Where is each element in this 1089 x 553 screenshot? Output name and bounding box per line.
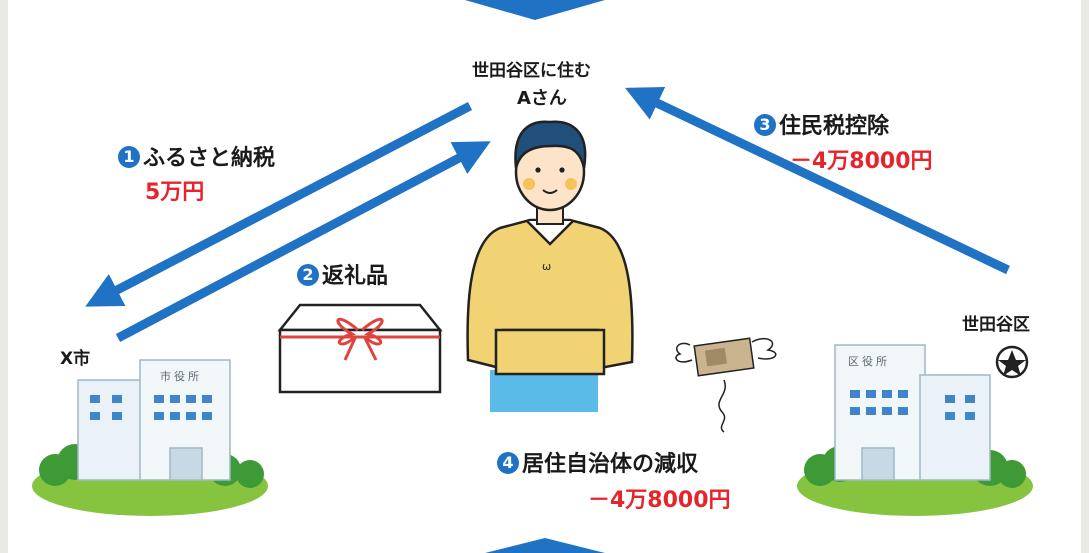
gift-box-illustration xyxy=(277,303,443,394)
step2-text: 返礼品 xyxy=(322,264,389,289)
resident-label-line1: 世田谷区に住む xyxy=(472,61,591,81)
setagaya-ward-office-illustration xyxy=(797,344,1033,516)
step3-text: 住民税控除 xyxy=(779,114,890,139)
arrow-gift-to-resident xyxy=(115,141,491,342)
svg-text:ω: ω xyxy=(542,260,551,273)
resident-label-line2: Aさん xyxy=(517,88,567,109)
step4-number-badge: 4 xyxy=(497,452,519,474)
xcity-hall-sign: 市役所 xyxy=(160,370,202,383)
top-chevron xyxy=(465,0,605,20)
arrow-furusato-to-xcity xyxy=(85,102,473,307)
resident-illustration: ω xyxy=(466,120,634,412)
arrow-setagaya-to-resident xyxy=(624,87,1010,275)
setagaya-emblem-icon xyxy=(995,345,1029,379)
setagaya-office-sign: 区役所 xyxy=(848,355,890,368)
step1-number-badge: 1 xyxy=(118,146,140,168)
step4-amount: －4万8000円 xyxy=(588,488,731,513)
bottom-chevron xyxy=(485,538,605,553)
xcity-hall-illustration xyxy=(32,359,268,516)
step1-text: ふるさと納税 xyxy=(143,146,276,171)
step1-amount: 5万円 xyxy=(145,180,205,205)
xcity-label: X市 xyxy=(60,349,91,369)
step2-number-badge: 2 xyxy=(297,264,319,286)
flying-money-illustration xyxy=(675,337,777,433)
step3-number-badge: 3 xyxy=(754,114,776,136)
setagaya-label: 世田谷区 xyxy=(962,315,1030,335)
step3-amount: －4万8000円 xyxy=(790,149,933,174)
step4-text: 居住自治体の減収 xyxy=(522,452,699,477)
